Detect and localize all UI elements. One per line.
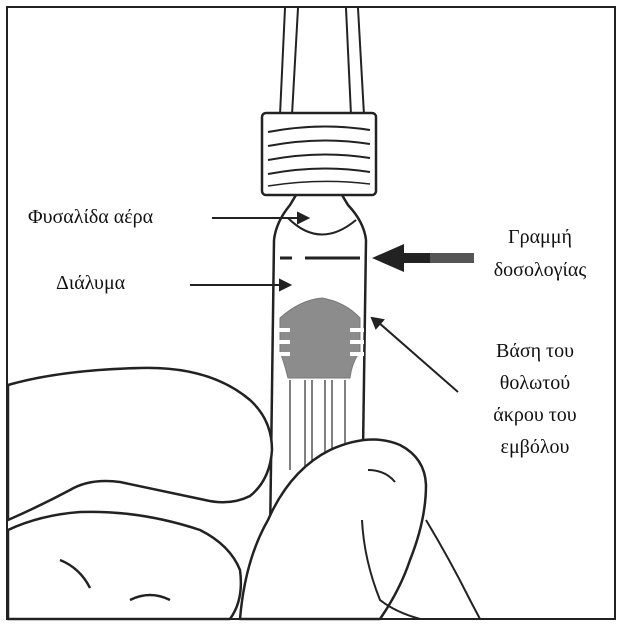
label-dosing-line-1: Γραμμή — [470, 225, 610, 250]
needle-cap — [280, 8, 364, 115]
arrow-head-air — [298, 213, 308, 223]
label-plunger-base-4: εμβόλου — [470, 435, 600, 460]
dosing-line-arrow — [372, 244, 474, 272]
arrow-head-plunger — [372, 318, 383, 328]
arrow-head-solution — [280, 280, 290, 290]
left-hand — [8, 368, 272, 619]
label-plunger-base-3: άκρου του — [470, 403, 600, 428]
label-plunger-base-2: θολωτού — [470, 371, 600, 396]
label-plunger-base-1: Βάση του — [470, 339, 600, 364]
plunger-tip — [274, 298, 364, 378]
label-solution: Διάλυμα — [56, 271, 125, 296]
label-dosing-line-2: δοσολογίας — [470, 258, 610, 283]
luer-connector — [262, 113, 376, 195]
label-air-bubble: Φυσαλίδα αέρα — [28, 205, 153, 230]
